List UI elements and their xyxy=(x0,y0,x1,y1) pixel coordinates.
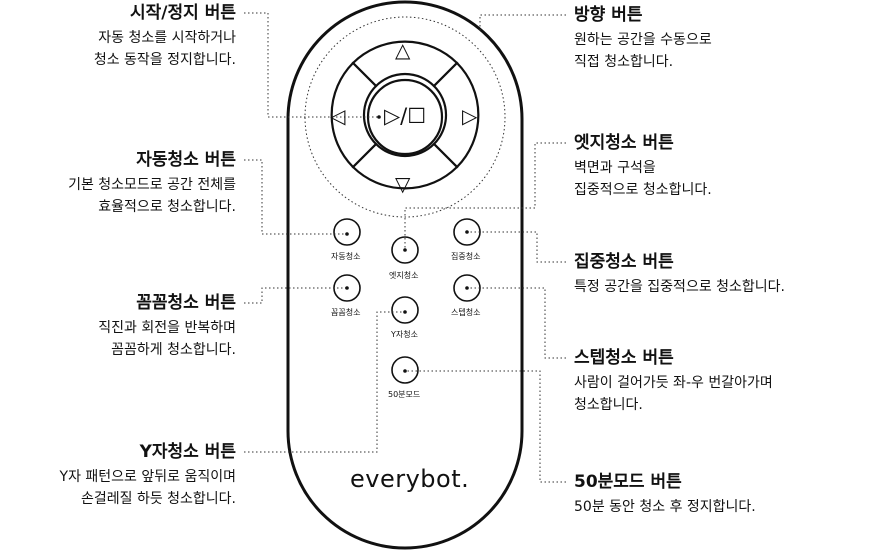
leader-start-stop xyxy=(244,12,379,118)
callout-title: 자동청소 버튼 xyxy=(136,150,236,170)
callout-desc-line: 특정 공간을 집중적으로 청소합니다. xyxy=(574,279,785,295)
callout-desc-line: 청소 동작을 정지합니다. xyxy=(93,52,236,68)
callout-desc-line: 청소합니다. xyxy=(574,397,643,413)
edge-button-label: 엣지청소 xyxy=(389,271,419,280)
left-button xyxy=(330,61,378,169)
callout-title: 시작/정지 버튼 xyxy=(130,3,236,23)
callout-title: 꼼꼼청소 버튼 xyxy=(136,293,236,313)
callout-desc-line: 꼼꼼하게 청소합니다. xyxy=(111,342,236,358)
leader-auto xyxy=(244,159,347,235)
callout-title: 방향 버튼 xyxy=(574,5,643,25)
spot-button-label: 집중청소 xyxy=(451,252,481,261)
callout-desc-line: 효율적으로 청소합니다. xyxy=(98,199,236,215)
leader-meticulous xyxy=(244,287,347,304)
right-arrow-icon[interactable]: ▷ xyxy=(462,104,478,128)
callout-title: 엣지청소 버튼 xyxy=(574,133,674,153)
leader-spot xyxy=(467,231,566,263)
callout-desc-line: 직접 청소합니다. xyxy=(574,54,674,70)
callout-title: 스텝청소 버튼 xyxy=(574,348,674,368)
callout-start-stop: 시작/정지 버튼 자동 청소를 시작하거나 청소 동작을 정지합니다. xyxy=(94,3,236,71)
callout-desc-line: 손걸레질 하듯 청소합니다. xyxy=(80,491,236,507)
callout-step: 스텝청소 버튼 사람이 걸어가듯 좌-우 번갈아가며 청소합니다. xyxy=(574,348,773,416)
callout-direction: 방향 버튼 원하는 공간을 수동으로 직접 청소합니다. xyxy=(574,5,712,73)
callout-title: 50분모드 버튼 xyxy=(574,472,682,492)
callout-spot: 집중청소 버튼 특정 공간을 집중적으로 청소합니다. xyxy=(574,252,785,298)
callout-title: Y자청소 버튼 xyxy=(139,442,236,462)
callout-meticulous: 꼼꼼청소 버튼 직진과 회전을 반복하며 꼼꼼하게 청소합니다. xyxy=(98,293,236,361)
ycross-button-label: Y자청소 xyxy=(391,330,418,339)
callout-edge: 엣지청소 버튼 벽면과 구석을 집중적으로 청소합니다. xyxy=(574,133,712,201)
leader-step xyxy=(467,287,566,359)
fifty-button-label: 50분모드 xyxy=(388,390,421,399)
auto-button-label: 자동청소 xyxy=(331,252,361,261)
leader-fifty xyxy=(405,370,566,483)
leader-direction xyxy=(479,14,566,33)
brand-logo: everybot. xyxy=(350,465,470,493)
callout-desc-line: 사람이 걸어가듯 좌-우 번갈아가며 xyxy=(574,375,773,391)
leader-edge xyxy=(404,142,566,250)
callout-desc-line: 기본 청소모드로 공간 전체를 xyxy=(68,177,236,193)
play-stop-icon[interactable]: ▷/☐ xyxy=(384,104,427,128)
up-arrow-icon[interactable]: △ xyxy=(395,38,411,62)
callout-desc-line: 원하는 공간을 수동으로 xyxy=(574,32,712,48)
down-arrow-icon[interactable]: ▽ xyxy=(395,172,411,196)
step-button-label: 스텝청소 xyxy=(451,308,481,317)
auto-button xyxy=(333,218,361,246)
dpad-dotted-ring xyxy=(304,16,506,218)
ycross-button xyxy=(391,296,419,324)
callout-desc-line: Y자 패턴으로 앞뒤로 움직이며 xyxy=(59,469,236,485)
callout-ycross: Y자청소 버튼 Y자 패턴으로 앞뒤로 움직이며 손걸레질 하듯 청소합니다. xyxy=(60,442,236,510)
callout-fifty: 50분모드 버튼 50분 동안 청소 후 정지합니다. xyxy=(574,472,756,518)
callout-title: 집중청소 버튼 xyxy=(574,252,674,272)
callout-auto: 자동청소 버튼 기본 청소모드로 공간 전체를 효율적으로 청소합니다. xyxy=(68,150,236,218)
callout-desc-line: 직진과 회전을 반복하며 xyxy=(98,320,236,336)
callout-desc-line: 벽면과 구석을 xyxy=(574,160,656,176)
callout-desc-line: 50분 동안 청소 후 정지합니다. xyxy=(574,499,756,515)
meticulous-button-label: 꼼꼼청소 xyxy=(331,308,361,317)
callout-desc-line: 자동 청소를 시작하거나 xyxy=(98,30,236,46)
left-arrow-icon[interactable]: ◁ xyxy=(330,104,346,128)
callout-desc-line: 집중적으로 청소합니다. xyxy=(574,182,712,198)
